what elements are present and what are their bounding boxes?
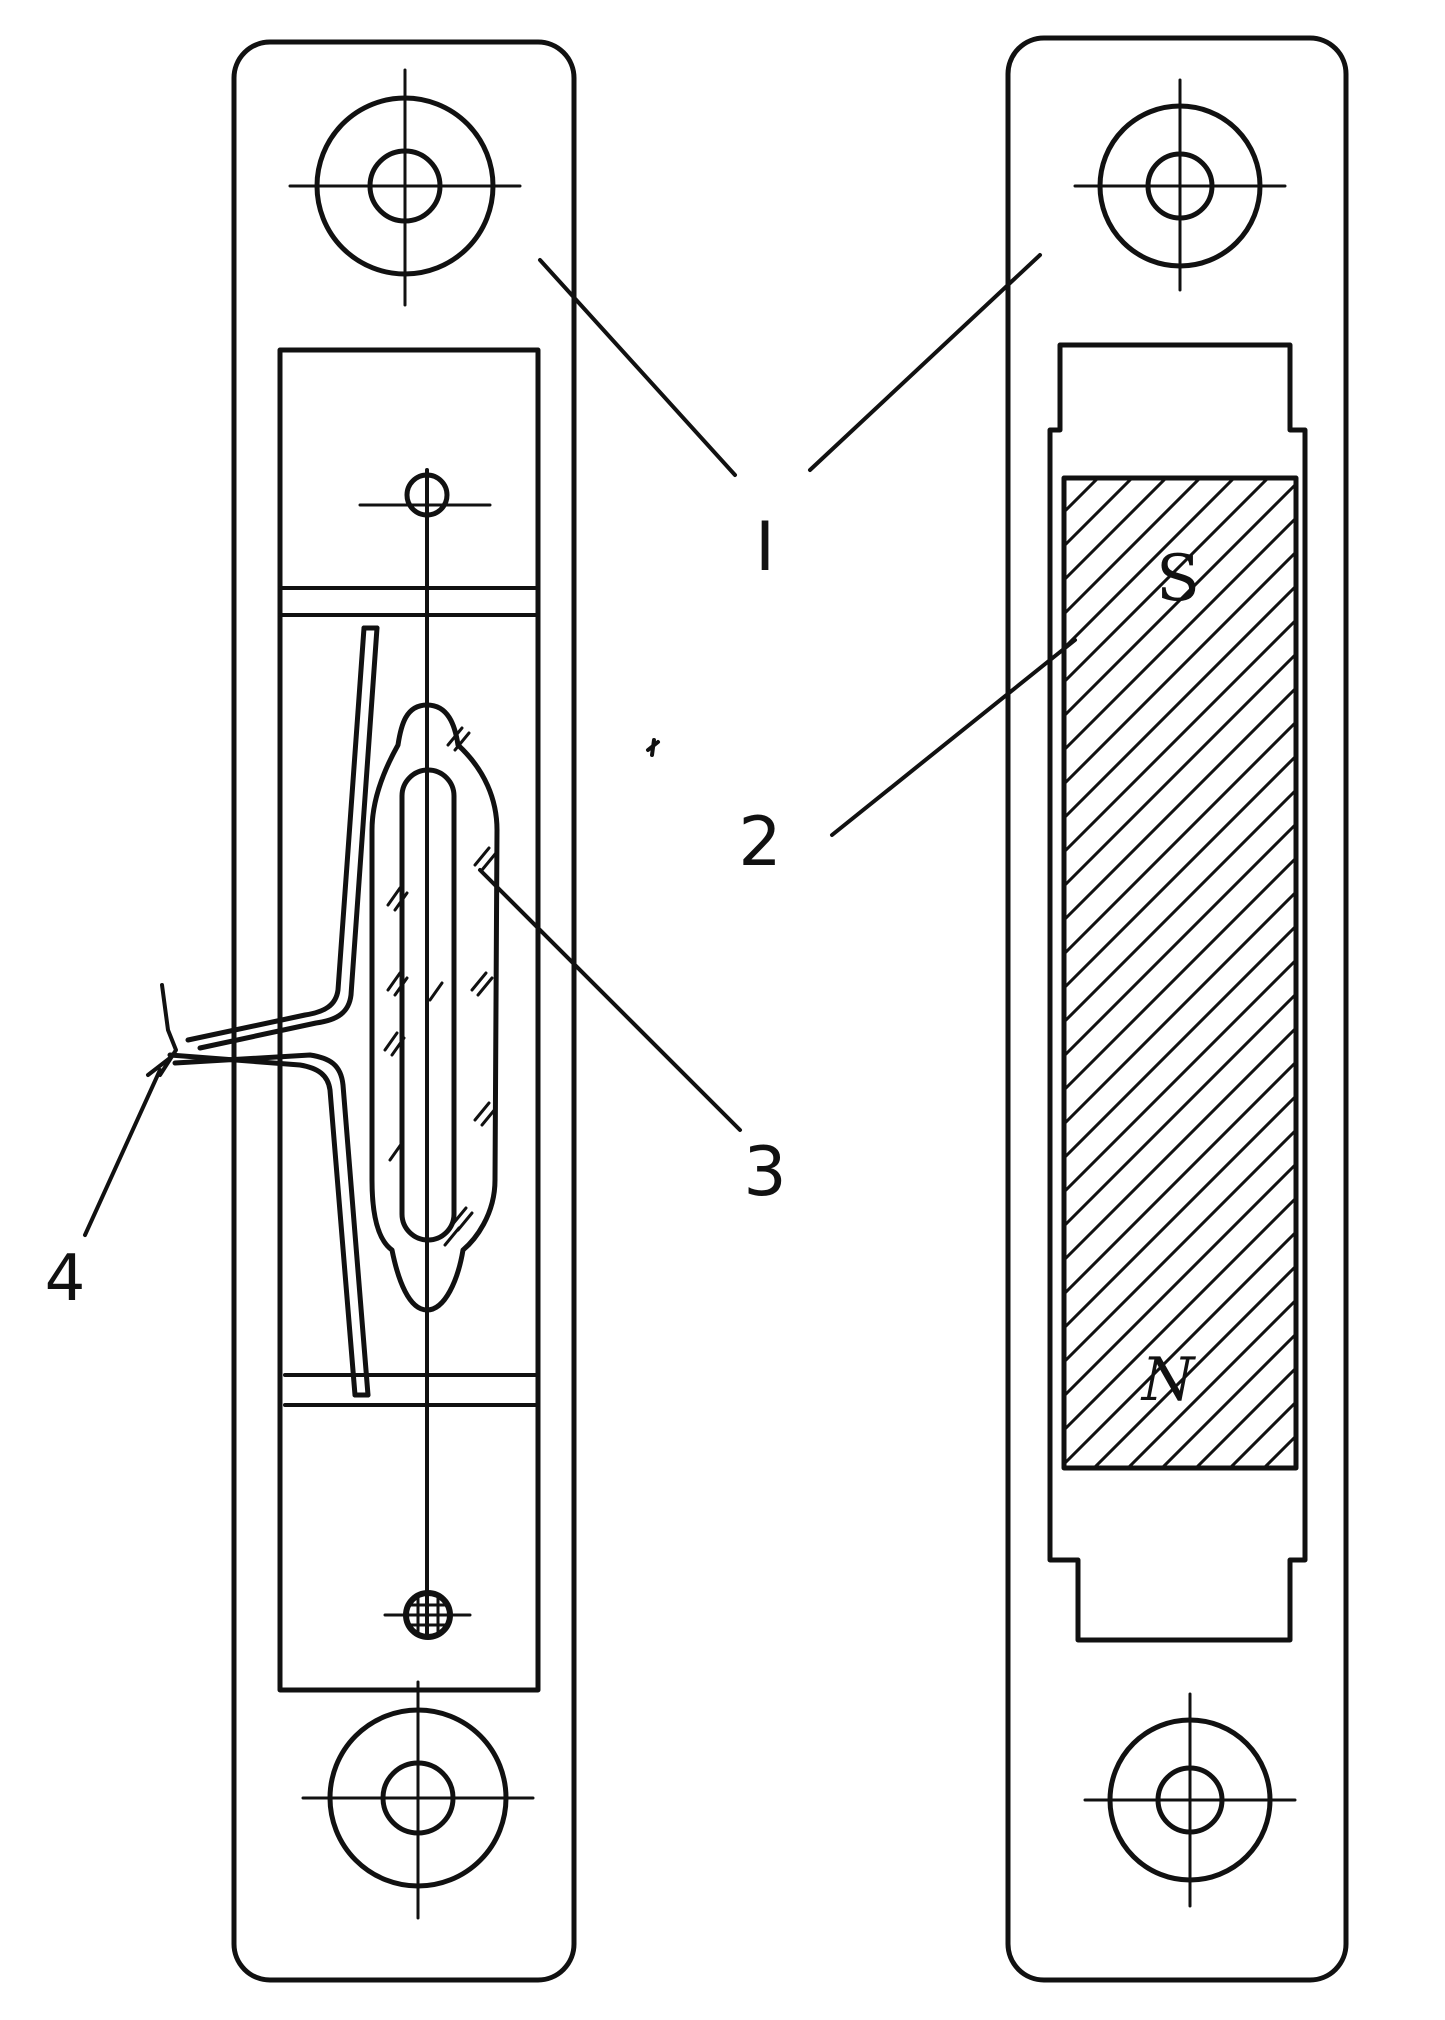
magnet-hatch-line xyxy=(1064,516,1296,752)
magnet-hatch-line xyxy=(1064,478,1169,582)
left-bottom-mounting-hole xyxy=(301,1680,535,1920)
magnet-hatch-line xyxy=(1064,478,1271,684)
magnet-hatch-line xyxy=(1064,482,1296,718)
stray-ink-mark xyxy=(646,738,660,757)
part-callouts: I 2 3 4 xyxy=(45,253,1077,1316)
magnet-hatch-line xyxy=(1064,478,1203,616)
reed-switch-housing xyxy=(146,39,577,1983)
magnet-hatch-line xyxy=(1064,924,1296,1160)
left-top-mounting-hole xyxy=(288,68,522,307)
magnet-hatch-line xyxy=(1064,1674,1296,1906)
magnet-hatch-line xyxy=(1064,1162,1296,1398)
left-mounting-plate xyxy=(231,39,577,1983)
magnet-hatch-line xyxy=(1064,478,1135,548)
magnet-hatch-line xyxy=(1064,1060,1296,1296)
right-mounting-plate xyxy=(1005,35,1349,1983)
magnet-hatch-line xyxy=(1064,584,1296,820)
magnet-hatch-line xyxy=(1227,1400,1296,1468)
glass-hatch-marks xyxy=(383,726,498,1247)
magnet-hatch-line xyxy=(1064,1094,1296,1330)
reed-lead-pins xyxy=(358,468,492,1640)
magnet-hatch-line xyxy=(1064,1128,1296,1364)
magnet-hatch-line xyxy=(1261,1434,1296,1468)
part2-label: 2 xyxy=(738,803,781,882)
top-lead-pin xyxy=(404,472,450,518)
magnet-hatch-line xyxy=(1064,1538,1296,1770)
pole-south-label: S xyxy=(1156,542,1200,616)
magnet-hatching xyxy=(1064,478,1296,1906)
magnet-hatch-line xyxy=(1091,1264,1296,1468)
reed-glass-capsule xyxy=(369,702,500,1313)
magnet-hatch-line xyxy=(1064,788,1296,1024)
magnet-hatch-line xyxy=(1125,1298,1296,1468)
magnet-hatch-line xyxy=(1064,822,1296,1058)
magnet-hatch-line xyxy=(1064,856,1296,1092)
magnet-hatch-line xyxy=(1064,1196,1296,1432)
leader-line-part1-right xyxy=(808,253,1042,472)
leader-line-part1-left xyxy=(538,258,737,477)
permanent-magnet: S N xyxy=(1061,475,1299,1906)
right-bottom-mounting-hole xyxy=(1083,1692,1297,1908)
magnet-hatch-line xyxy=(1064,1230,1296,1466)
part3-label: 3 xyxy=(743,1133,786,1212)
magnet-hatch-line xyxy=(1064,618,1296,854)
magnet-hatch-line xyxy=(1064,686,1296,922)
magnet-hatch-line xyxy=(1064,890,1296,1126)
leader-line-part4 xyxy=(83,1068,162,1237)
magnet-hatch-line xyxy=(1064,550,1296,786)
magnet-hatch-line xyxy=(1064,1470,1296,1702)
bottom-lead-terminal xyxy=(383,1590,472,1640)
magnet-hatch-line xyxy=(1064,754,1296,990)
left-inner-panel xyxy=(277,347,541,1693)
magnet-hatch-line xyxy=(1193,1366,1296,1468)
magnet-hatch-line xyxy=(1064,1504,1296,1736)
leader-line-part3 xyxy=(478,868,742,1132)
lead-wires xyxy=(146,625,380,1398)
part1-label: I xyxy=(755,508,775,587)
part4-label: 4 xyxy=(45,1242,86,1316)
pole-north-label: N xyxy=(1140,1345,1197,1415)
magnet-hatch-line xyxy=(1064,958,1296,1194)
magnet-hatch-line xyxy=(1064,720,1296,956)
leader-line-part2 xyxy=(830,638,1077,837)
right-top-mounting-hole xyxy=(1073,78,1287,292)
magnet-cavity xyxy=(1047,342,1308,1643)
magnet-hatch-line xyxy=(1064,1026,1296,1262)
magnet-hatch-line xyxy=(1064,992,1296,1228)
magnet-hatch-line xyxy=(1064,652,1296,888)
magnet-housing: S N xyxy=(1005,35,1349,1983)
magnet-hatch-line xyxy=(1064,478,1237,650)
magnet-hatch-line xyxy=(1159,1332,1296,1468)
